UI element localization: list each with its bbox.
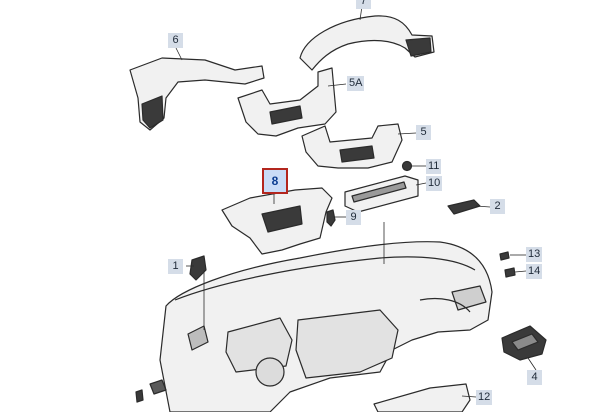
dashboard-left-vent — [187, 325, 209, 351]
part-1-side-vent — [189, 255, 207, 281]
part-6-outlet — [141, 95, 164, 129]
callout-5a[interactable]: 5A — [347, 76, 365, 91]
leader-4 — [527, 357, 537, 371]
part-4-vent-slats — [511, 333, 539, 351]
part-5a-duct — [237, 67, 337, 137]
leader-6 — [175, 47, 183, 61]
leader-12 — [461, 395, 477, 398]
part-7-outlet — [405, 37, 432, 57]
part-10-slats — [351, 181, 407, 203]
callout-4[interactable]: 4 — [527, 370, 542, 385]
leader-5a — [327, 83, 347, 87]
part-14-clip — [504, 267, 516, 278]
callout-11[interactable]: 11 — [426, 159, 442, 174]
callout-14[interactable]: 14 — [526, 264, 543, 279]
callout-6[interactable]: 6 — [168, 33, 183, 48]
callout-9[interactable]: 9 — [346, 210, 361, 225]
part-5-openings — [339, 145, 375, 163]
leader-2 — [475, 205, 491, 208]
callout-12[interactable]: 12 — [476, 390, 493, 405]
part-8-inner — [261, 205, 303, 233]
callout-1[interactable]: 1 — [168, 259, 183, 274]
callout-10[interactable]: 10 — [426, 176, 443, 191]
leader-14 — [514, 270, 527, 273]
callout-7[interactable]: 7 — [356, 0, 371, 9]
dashboard-top-edge — [174, 256, 476, 301]
callout-8-highlighted[interactable]: 8 — [262, 168, 288, 194]
leader-10 — [415, 182, 427, 186]
lower-left-connector — [149, 379, 167, 395]
part-5-bracket — [301, 123, 403, 169]
steering-column — [255, 357, 285, 387]
dashboard-glovebox-line — [419, 297, 471, 313]
part-12-lower-trim — [373, 383, 471, 412]
callout-5[interactable]: 5 — [416, 125, 431, 140]
part-7-upper-duct — [299, 15, 435, 71]
dashboard-center-stack — [295, 309, 399, 379]
part-11-nut — [401, 160, 413, 172]
part-5a-openings — [269, 105, 303, 125]
callout-13[interactable]: 13 — [526, 247, 543, 262]
part-2-small-vent — [447, 199, 481, 215]
part-9-clip — [326, 209, 336, 227]
callout-2[interactable]: 2 — [490, 199, 505, 214]
part-6-left-duct — [129, 57, 265, 131]
part-13-screw — [499, 251, 510, 261]
lower-left-fastener — [135, 389, 144, 403]
leader-5 — [397, 132, 417, 135]
